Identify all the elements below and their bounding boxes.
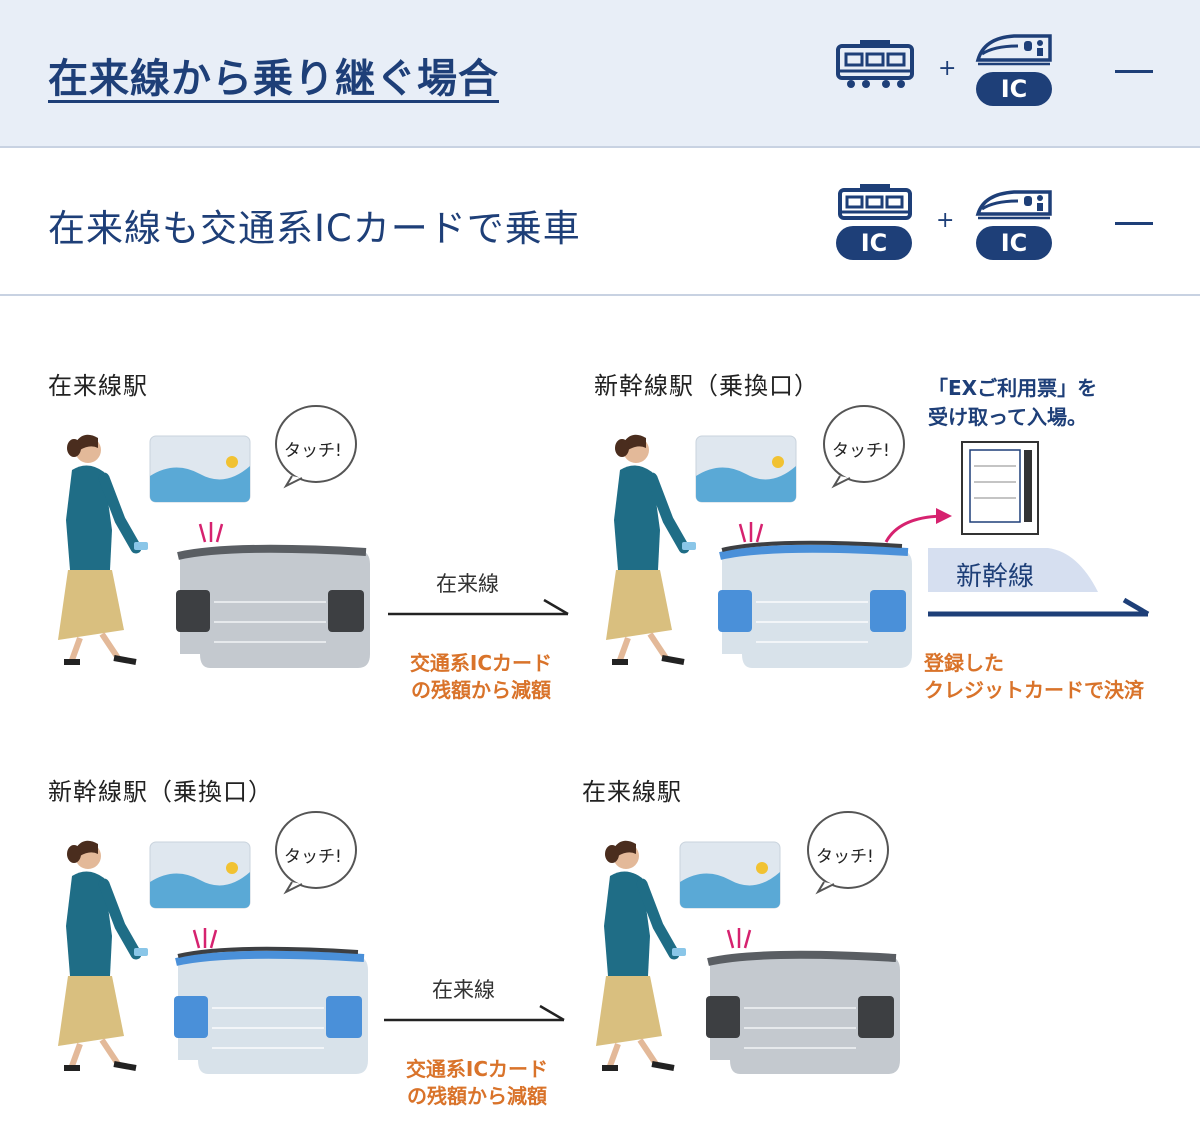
conventional-train-icon xyxy=(838,184,912,220)
ic-badge: IC xyxy=(836,226,912,260)
shinkansen-banner xyxy=(928,548,1098,592)
gate-tap-indicator xyxy=(198,522,224,543)
shinkansen-route-arrow xyxy=(928,597,1150,617)
transfer-section-header[interactable]: 在来線から乗り継ぐ場合 + IC xyxy=(0,0,1200,148)
collapse-toggle[interactable] xyxy=(1115,222,1153,225)
ic-card-image xyxy=(679,841,781,909)
collapse-toggle[interactable] xyxy=(1115,70,1153,73)
gate-tap-indicator xyxy=(738,522,764,543)
fare-deduction-note: 交通系ICカード の残額から減額 xyxy=(405,1057,549,1108)
shinkansen-ticket-gate xyxy=(174,946,368,1074)
touch-label: タッチ! xyxy=(816,847,874,867)
ic-card-image xyxy=(149,841,251,909)
route-arrow xyxy=(388,598,569,616)
passenger-illustration xyxy=(606,434,696,665)
gate-tap-indicator xyxy=(726,928,752,949)
option-title: 在来線も交通系ICカードで乗車 xyxy=(48,207,581,250)
payment-note: 登録した クレジットカードで決済 xyxy=(924,651,1144,702)
passenger-illustration xyxy=(58,434,148,665)
shinkansen-icon xyxy=(975,34,1052,66)
conventional-train-icon xyxy=(836,40,914,88)
conventional-ticket-gate xyxy=(176,544,370,668)
ex-usage-slip xyxy=(961,441,1039,535)
gate-tap-indicator xyxy=(192,928,218,949)
passenger-illustration xyxy=(596,840,686,1071)
route-arrow xyxy=(384,1004,565,1022)
route-label-conventional: 在来線 xyxy=(432,978,495,1002)
section-title[interactable]: 在来線から乗り継ぐ場合 xyxy=(48,56,499,102)
touch-label: タッチ! xyxy=(284,441,342,461)
touch-speech-bubble xyxy=(275,405,357,489)
touch-speech-bubble xyxy=(275,811,357,895)
plus-sign: + xyxy=(938,56,957,81)
station-label-conventional: 在来線駅 xyxy=(582,778,682,806)
shinkansen-label: 新幹線 xyxy=(956,562,1035,592)
ic-card-option-row[interactable]: 在来線も交通系ICカードで乗車 IC + IC xyxy=(0,150,1200,296)
shinkansen-icon xyxy=(975,190,1052,220)
route-label-conventional: 在来線 xyxy=(436,572,499,596)
ic-card-image xyxy=(149,435,251,503)
ic-badge: IC xyxy=(976,226,1052,260)
issue-arrow xyxy=(884,508,952,543)
touch-label: タッチ! xyxy=(284,847,342,867)
ex-slip-note: 「EXご利用票」を 受け取って入場。 xyxy=(928,376,1098,429)
station-label-shinkansen-transfer: 新幹線駅（乗換口） xyxy=(594,372,819,400)
station-label-shinkansen-transfer: 新幹線駅（乗換口） xyxy=(48,778,273,806)
ic-badge: IC xyxy=(976,72,1052,106)
passenger-illustration xyxy=(58,840,148,1071)
station-label-conventional: 在来線駅 xyxy=(48,372,148,400)
plus-sign: + xyxy=(936,208,955,233)
fare-deduction-note: 交通系ICカード の残額から減額 xyxy=(409,651,553,702)
conventional-ticket-gate xyxy=(706,950,900,1074)
ic-card-image xyxy=(695,435,797,503)
touch-label: タッチ! xyxy=(832,441,890,461)
touch-speech-bubble xyxy=(807,811,889,895)
touch-speech-bubble xyxy=(823,405,905,489)
shinkansen-ticket-gate xyxy=(718,540,912,668)
